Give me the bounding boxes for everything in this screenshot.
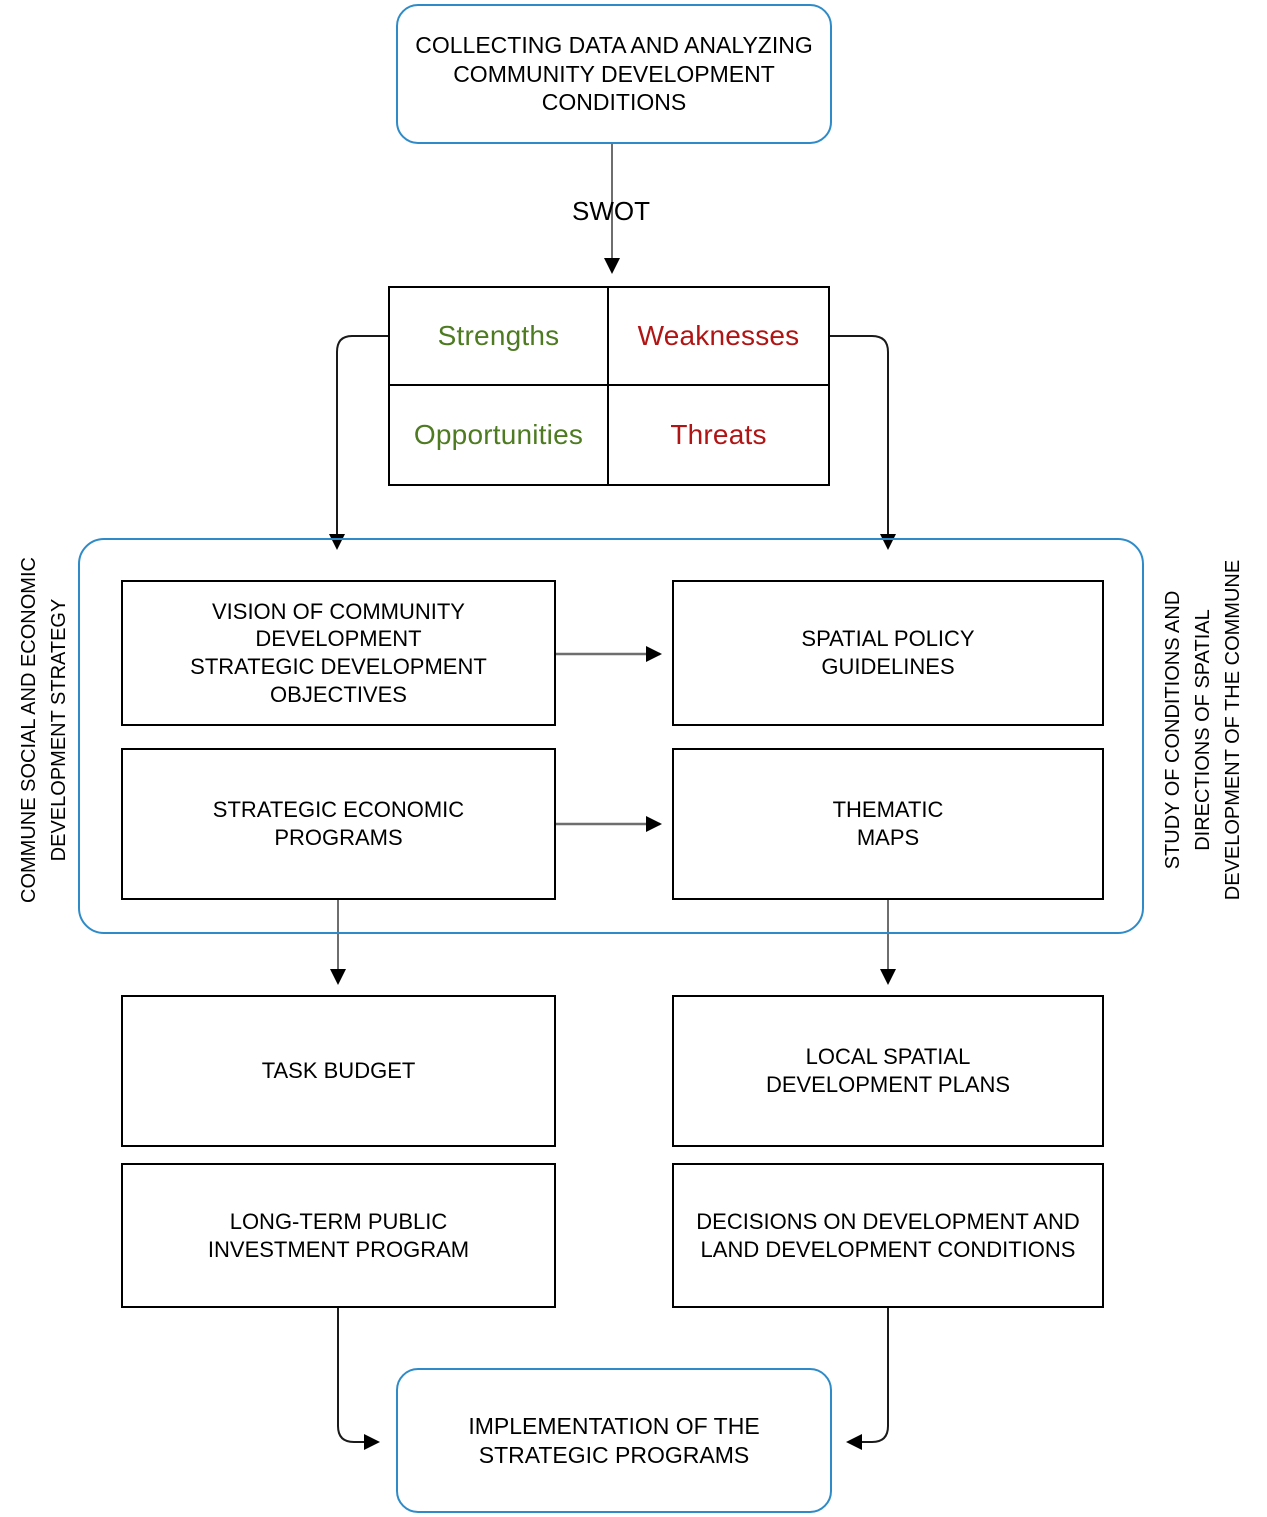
node-strategic-programs-line2: PROGRAMS — [274, 825, 403, 850]
node-local-plans-line2: DEVELOPMENT PLANS — [765, 1072, 1011, 1097]
node-vision-line4: OBJECTIVES — [270, 681, 407, 707]
node-collecting-data-line3: CONDITIONS — [541, 89, 687, 116]
node-task-budget-line1: TASK BUDGET — [261, 1058, 416, 1084]
edge-decisions-to-implementation — [846, 1308, 889, 1450]
node-spatial-policy-line1: SPATIAL POLICY — [801, 626, 975, 652]
side-label-left-line2: DEVELOPMENT STRATEGY — [48, 598, 70, 862]
node-collecting-data-line1: COLLECTING DATA AND ANALYZING — [415, 31, 813, 58]
node-investment-program-line2: INVESTMENT PROGRAM — [207, 1236, 470, 1262]
node-vision-line1: VISION OF COMMUNITY — [211, 598, 465, 624]
node-local-plans-line1: LOCAL SPATIAL — [805, 1044, 971, 1070]
node-thematic-maps-line1: THEMATIC — [832, 797, 944, 823]
node-long-term-public-investment-program[interactable]: LONG-TERM PUBLIC INVESTMENT PROGRAM — [121, 1163, 556, 1308]
node-strategic-programs-line1: STRATEGIC ECONOMIC — [212, 797, 465, 823]
edge-label-swot: SWOT — [572, 196, 650, 226]
group-container-spatial-study — [78, 538, 1144, 934]
node-vision-line2: DEVELOPMENT — [255, 626, 422, 652]
edge-swot-to-spatial-policy — [830, 335, 896, 550]
node-spatial-policy-guidelines[interactable]: SPATIAL POLICY GUIDELINES — [672, 580, 1104, 726]
node-implementation-line1: IMPLEMENTATION OF THE — [468, 1412, 760, 1439]
node-implementation-of-strategic-programs[interactable]: IMPLEMENTATION OF THE STRATEGIC PROGRAMS — [396, 1368, 832, 1513]
swot-cell-threats[interactable]: Threats — [670, 419, 767, 450]
node-strategic-economic-programs[interactable]: STRATEGIC ECONOMIC PROGRAMS — [121, 748, 556, 900]
swot-cell-weaknesses[interactable]: Weaknesses — [609, 288, 828, 386]
node-thematic-maps[interactable]: THEMATIC MAPS — [672, 748, 1104, 900]
side-label-left-line1: COMMUNE SOCIAL AND ECONOMIC — [18, 557, 40, 903]
edge-swot-to-vision — [329, 335, 388, 550]
node-investment-program-line1: LONG-TERM PUBLIC — [229, 1208, 448, 1234]
node-vision-of-community-development[interactable]: VISION OF COMMUNITY DEVELOPMENT STRATEGI… — [121, 580, 556, 726]
swot-matrix: Strengths Weaknesses Opportunities Threa… — [388, 286, 830, 486]
node-decisions-on-development[interactable]: DECISIONS ON DEVELOPMENT AND LAND DEVELO… — [672, 1163, 1104, 1308]
side-label-right-line2: DIRECTIONS OF SPATIAL — [1192, 609, 1214, 851]
swot-cell-strengths[interactable]: Strengths — [390, 288, 609, 386]
node-task-budget[interactable]: TASK BUDGET — [121, 995, 556, 1147]
side-label-right-line1: STUDY OF CONDITIONS AND — [1162, 590, 1184, 870]
node-local-spatial-development-plans[interactable]: LOCAL SPATIAL DEVELOPMENT PLANS — [672, 995, 1104, 1147]
node-implementation-line2: STRATEGIC PROGRAMS — [478, 1441, 750, 1468]
node-collecting-data-line2: COMMUNITY DEVELOPMENT — [453, 60, 775, 87]
swot-cell-opportunities[interactable]: Opportunities — [390, 386, 609, 484]
edge-investment-to-implementation — [337, 1308, 380, 1450]
node-decisions-line2: LAND DEVELOPMENT CONDITIONS — [700, 1236, 1076, 1262]
node-vision-line3: STRATEGIC DEVELOPMENT — [190, 654, 487, 679]
node-collecting-data[interactable]: COLLECTING DATA AND ANALYZING COMMUNITY … — [396, 4, 832, 144]
node-decisions-line1: DECISIONS ON DEVELOPMENT AND — [696, 1208, 1080, 1234]
node-thematic-maps-line2: MAPS — [856, 825, 920, 850]
side-label-commune-strategy: COMMUNE SOCIAL AND ECONOMIC DEVELOPMENT … — [14, 520, 74, 940]
side-label-spatial-study: STUDY OF CONDITIONS AND DIRECTIONS OF SP… — [1158, 520, 1248, 940]
node-spatial-policy-line2: GUIDELINES — [821, 654, 955, 679]
side-label-right-line3: DEVELOPMENT OF THE COMMUNE — [1222, 559, 1244, 901]
